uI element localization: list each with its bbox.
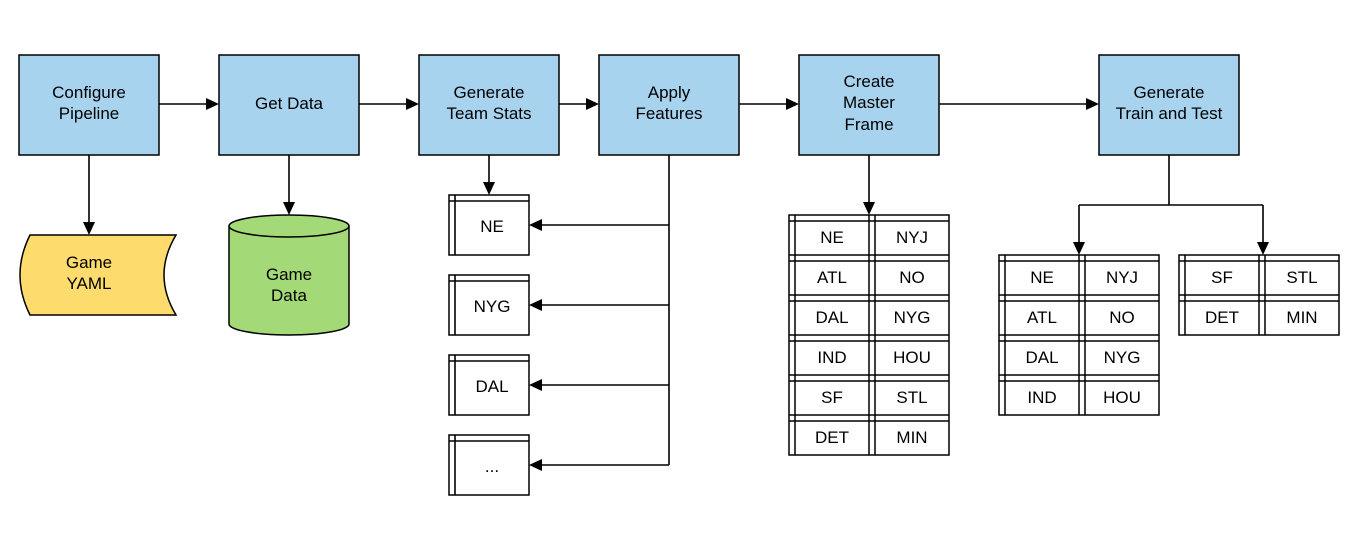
arrow-head-icon <box>529 219 542 231</box>
table-cell: NYJ <box>1106 268 1138 287</box>
step-generate-train-test: Generate Train and Test <box>1098 54 1240 156</box>
step-configure-pipeline: Configure Pipeline <box>18 54 160 156</box>
config-store-label: Game <box>66 253 112 272</box>
master-frame-table: NE NYJ ATL NO DAL NYG IND HOU SF STL DET MIN <box>788 214 950 456</box>
table-cell: MIN <box>1286 308 1317 327</box>
table-cell: STL <box>1286 268 1317 287</box>
table-cell: NE <box>1030 268 1054 287</box>
table-cell: NYG <box>1104 348 1141 367</box>
flow-connectors <box>159 98 1099 110</box>
team-table-ne: NE <box>448 194 530 256</box>
test-set-table: SF STL DET MIN <box>1178 254 1340 336</box>
arrow-head-icon <box>1257 242 1269 255</box>
arrow-head-icon <box>206 98 219 110</box>
arrow-head-icon <box>529 459 542 471</box>
train-set-table: NE NYJ ATL NO DAL NYG IND HOU <box>998 254 1160 416</box>
table-cell: HOU <box>893 348 931 367</box>
table-cell: DET <box>815 428 849 447</box>
team-table-nyg: NYG <box>448 274 530 336</box>
arrow-head-icon <box>83 222 95 235</box>
step-label-line: Configure <box>52 83 126 102</box>
table-cell: SF <box>821 388 843 407</box>
step-label-line: Create <box>843 72 894 91</box>
database-label: Data <box>271 286 307 305</box>
config-store-shape: Game YAML <box>19 234 178 316</box>
arrow-head-icon <box>483 182 495 195</box>
database-cylinder: Game Data <box>228 214 350 336</box>
table-cell: IND <box>1027 388 1056 407</box>
database-label: Game <box>266 265 312 284</box>
step-label-line: Frame <box>844 115 893 134</box>
step-label-line: Features <box>635 104 702 123</box>
step-label-line: Pipeline <box>59 104 120 123</box>
table-cell: DAL <box>1025 348 1058 367</box>
step-generate-team-stats: Generate Team Stats <box>418 54 560 156</box>
arrow-head-icon <box>586 98 599 110</box>
table-cell: IND <box>817 348 846 367</box>
arrow-head-icon <box>1073 242 1085 255</box>
step-create-master-frame: Create Master Frame <box>798 54 940 156</box>
step-label-line: Generate <box>1134 83 1205 102</box>
table-cell: HOU <box>1103 388 1141 407</box>
table-cell: NYG <box>894 308 931 327</box>
step-apply-features: Apply Features <box>598 54 740 156</box>
arrow-head-icon <box>406 98 419 110</box>
step-label-line: Apply <box>648 83 691 102</box>
table-cell: SF <box>1211 268 1233 287</box>
arrow-head-icon <box>1086 98 1099 110</box>
step-label-line: Generate <box>454 83 525 102</box>
arrow-head-icon <box>786 98 799 110</box>
step-label-line: Team Stats <box>446 104 531 123</box>
step-label-line: Get Data <box>255 94 324 113</box>
arrow-head-icon <box>863 202 875 215</box>
arrow-head-icon <box>529 379 542 391</box>
step-label-line: Master <box>843 93 895 112</box>
team-table-label: ... <box>485 457 499 476</box>
arrow-head-icon <box>283 202 295 215</box>
team-table-label: NYG <box>474 297 511 316</box>
table-cell: DAL <box>815 308 848 327</box>
table-cell: NE <box>820 228 844 247</box>
table-cell: DET <box>1205 308 1239 327</box>
step-label-line: Train and Test <box>1116 104 1223 123</box>
table-cell: NO <box>1109 308 1135 327</box>
team-table-label: DAL <box>475 377 508 396</box>
table-cell: ATL <box>817 268 847 287</box>
table-cell: ATL <box>1027 308 1057 327</box>
table-cell: STL <box>896 388 927 407</box>
step-get-data: Get Data <box>218 54 360 156</box>
config-store-label: YAML <box>66 274 111 293</box>
arrow-head-icon <box>529 299 542 311</box>
team-table-label: NE <box>480 217 504 236</box>
team-table-more: ... <box>448 434 530 496</box>
table-cell: NO <box>899 268 925 287</box>
table-cell: MIN <box>896 428 927 447</box>
table-cell: NYJ <box>896 228 928 247</box>
team-table-dal: DAL <box>448 354 530 416</box>
